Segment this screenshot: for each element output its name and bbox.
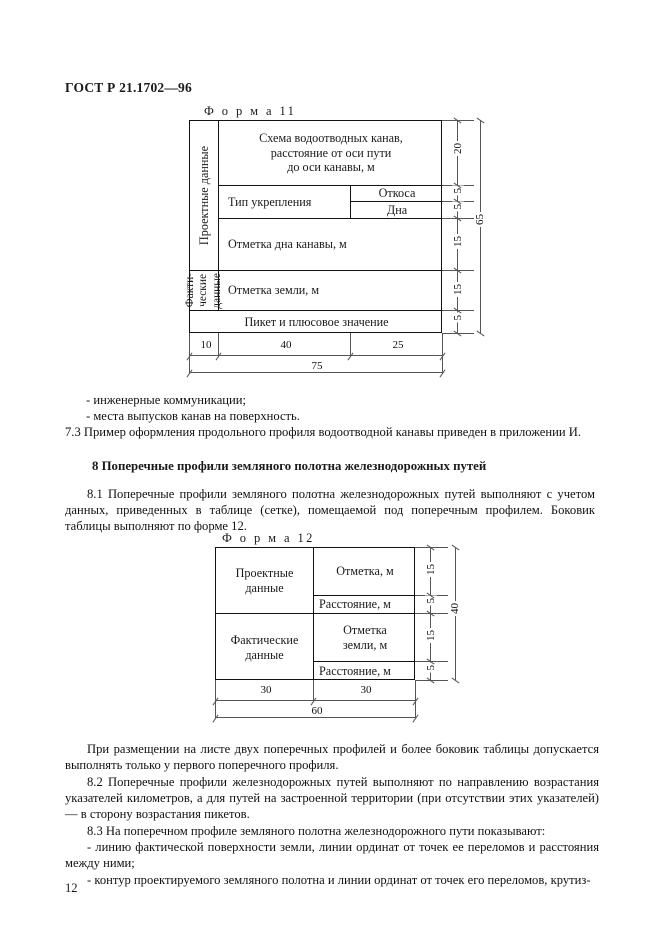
form11-side-label-proektnye-text: Проектные данные (196, 145, 211, 246)
form11-dim-h-0: 10 (194, 339, 218, 351)
form12-dim-h-1: 30 (354, 684, 378, 696)
form12-dim-v-0: 15 (425, 562, 437, 577)
form12-cell-otmetka-zemli: Отметка земли, м (314, 614, 416, 662)
form11-dim-h-1: 40 (274, 339, 298, 351)
para-8-3-text: 8.3 На поперечном профиле земляного поло… (87, 824, 546, 838)
form12-cell-otmetka-zemli-line1: Отметка (343, 622, 387, 637)
form12-dim-h-0: 30 (254, 684, 278, 696)
form12-cell-fakticheskie-line2: данные (245, 647, 284, 662)
form11-side-label-fakticheskie: Факти- ческие данные (184, 271, 223, 311)
bullet-engineering-communications: - инженерные коммуникации; (86, 393, 246, 407)
form11-dim-v-3: 15 (452, 234, 464, 249)
form12-dim-total-height: 40 (449, 601, 461, 616)
standard-code-header: ГОСТ Р 21.1702—96 (65, 80, 192, 95)
form11-cell-scheme-line3: до оси канавы, м (287, 160, 375, 175)
bullet-actual-ground-line: - линию фактической поверхности земли, л… (65, 839, 599, 871)
form11-cell-tip-ukrepleniya: Тип укрепления (219, 186, 351, 219)
para-8-1-text: 8.1 Поперечные профили земляного полотна… (65, 487, 595, 534)
heading-section-8: 8 Поперечные профили земляного полотна ж… (92, 459, 487, 473)
form11-cell-dna: Дна (351, 202, 443, 219)
form-11-table: Проектные данные Факти- ческие данные Сх… (184, 120, 443, 333)
form11-cell-otmetka-dna: Отметка дна канавы, м (219, 219, 443, 271)
form11-cell-scheme-line1: Схема водоотводных канав, (259, 130, 403, 145)
form12-cell-otmetka: Отметка, м (314, 548, 416, 596)
form-11-caption: Ф о р м а 11 (204, 104, 297, 118)
para-8-1: 8.1 Поперечные профили земляного полотна… (65, 486, 595, 535)
form12-cell-fakticheskie-line1: Фактические (230, 632, 299, 647)
form12-dim-v-2: 15 (425, 628, 437, 643)
form12-dim-v-1: 5 (425, 596, 437, 606)
form11-cell-otmetka-zemli: Отметка земли, м (219, 271, 443, 311)
form11-dim-v-2: 5 (452, 202, 464, 212)
form11-cell-scheme: Схема водоотводных канав, расстояние от … (219, 121, 443, 186)
form12-cell-fakticheskie: Фактические данные (216, 614, 314, 681)
bullet-designed-contour: - контур проектируемого земляного полотн… (65, 872, 599, 888)
form11-cell-scheme-line2: расстояние от оси пути (270, 145, 392, 160)
form11-dim-v-5: 5 (452, 313, 464, 323)
form12-dim-v-3: 5 (425, 663, 437, 673)
para-note-text: При размещении на листе двух поперечных … (65, 742, 599, 773)
form11-dim-total-height: 65 (474, 212, 486, 227)
form11-cell-otkosa: Откоса (351, 186, 443, 202)
form11-side-label-proektnye: Проектные данные (190, 121, 219, 271)
page-number: 12 (65, 881, 78, 895)
form12-cell-rasstoyanie-2: Расстояние, м (319, 664, 391, 679)
form12-cell-proektnye: Проектные данные (216, 548, 314, 614)
form11-dim-v-1: 5 (452, 186, 464, 196)
para-8-3: 8.3 На поперечном профиле земляного поло… (65, 823, 599, 839)
form11-dim-total-width: 75 (305, 360, 329, 372)
form11-dim-h-2: 25 (386, 339, 410, 351)
form11-dim-v-0: 20 (452, 141, 464, 156)
form11-side-label-fakticheskie-line1: Факти- (183, 273, 196, 308)
form12-cell-proektnye-line2: данные (245, 580, 284, 595)
form11-cell-piket: Пикет и плюсовое значение (244, 315, 389, 330)
form12-cell-rasstoyanie-1: Расстояние, м (314, 596, 416, 614)
form12-dim-total-width: 60 (305, 705, 329, 717)
para-note-two-profiles: При размещении на листе двух поперечных … (65, 741, 599, 773)
form12-cell-proektnye-line1: Проектные (235, 565, 294, 580)
para-8-2-text: 8.2 Поперечные профили железнодорожных п… (65, 775, 599, 822)
form-12-caption: Ф о р м а 12 (222, 531, 315, 545)
form12-cell-otmetka-zemli-line2: земли, м (342, 637, 388, 652)
bullet-actual-ground-line-text: - линию фактической поверхности земли, л… (65, 840, 599, 871)
bullet-canal-outlets: - места выпусков канав на поверхность. (86, 409, 300, 423)
para-7-3: 7.3 Пример оформления продольного профил… (65, 425, 581, 439)
para-8-2: 8.2 Поперечные профили железнодорожных п… (65, 774, 599, 823)
form11-side-label-fakticheskie-line2: ческие (197, 274, 210, 307)
bullet-designed-contour-text: - контур проектируемого земляного полотн… (87, 873, 591, 887)
form11-dim-v-4: 15 (452, 282, 464, 297)
form-12-table: Проектные данные Фактические данные Отме… (215, 547, 416, 681)
